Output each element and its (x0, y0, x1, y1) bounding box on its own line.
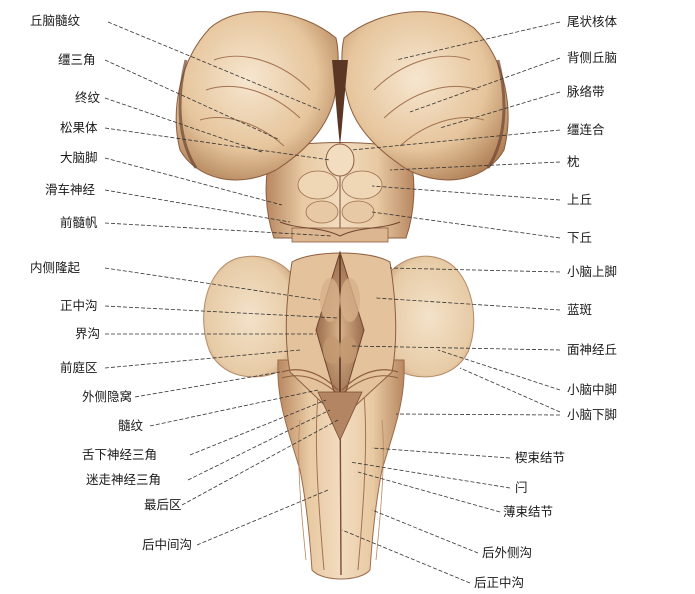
label-vagal-trigone: 迷走神经三角 (86, 472, 162, 487)
pineal-body (325, 143, 355, 177)
third-ventricle (332, 60, 348, 145)
label-sulcus-limitans: 界沟 (75, 326, 101, 341)
label-locus-coeruleus: 蓝斑 (567, 302, 593, 317)
label-posterior-median-sulcus: 后正中沟 (474, 575, 525, 590)
medulla (277, 359, 405, 580)
leader-lines (104, 21, 561, 584)
label-lateral-recess: 外侧隐窝 (82, 389, 133, 404)
label-trochlear-nerve: 滑车神经 (45, 182, 96, 197)
right-cerebellar-peduncle (383, 255, 475, 378)
label-medial-eminence: 内侧隆起 (30, 260, 81, 275)
label-cuneate-tubercle: 楔束结节 (515, 450, 566, 465)
label-posterolateral-sulcus: 后外侧沟 (482, 545, 533, 560)
label-superior-medullary-velum: 前髓帆 (60, 215, 98, 230)
label-choroid-taenia: 脉络带 (567, 84, 605, 99)
label-vestibular-area: 前庭区 (60, 360, 98, 375)
medullary-striae (281, 369, 399, 441)
label-gracile-tubercle: 薄束结节 (503, 504, 554, 519)
left-cerebellar-peduncle (203, 255, 297, 378)
label-thalamic-medullary-stria: 丘脑髓纹 (30, 13, 81, 28)
label-pulvinar: 枕 (567, 154, 580, 169)
label-cerebral-peduncle: 大脑脚 (60, 150, 98, 165)
label-area-postrema: 最后区 (144, 497, 182, 512)
label-superior-colliculus: 上丘 (567, 192, 593, 207)
label-hypoglossal-trigone: 舌下神经三角 (82, 447, 158, 462)
label-stria-terminalis: 终纹 (75, 90, 101, 105)
label-obex: 闩 (515, 480, 528, 495)
label-medullary-striae: 髓纹 (118, 418, 144, 433)
label-median-sulcus: 正中沟 (60, 298, 98, 313)
label-inferior-colliculus: 下丘 (567, 230, 593, 245)
label-inferior-cerebellar-peduncle: 小脑下脚 (567, 407, 618, 422)
label-middle-cerebellar-peduncle: 小脑中脚 (567, 382, 618, 397)
label-habenular-trigone: 缰三角 (58, 52, 96, 67)
label-dorsal-thalamus: 背侧丘脑 (567, 50, 618, 65)
label-posterior-intermediate-sulcus: 后中间沟 (142, 537, 193, 552)
right-thalamus (341, 11, 509, 181)
label-habenular-commissure: 缰连合 (567, 122, 605, 137)
label-facial-colliculus: 面神经丘 (567, 342, 618, 357)
midbrain (265, 142, 415, 243)
left-thalamus (175, 11, 339, 181)
label-caudate-body: 尾状核体 (567, 14, 618, 29)
label-superior-cerebellar-peduncle: 小脑上脚 (567, 264, 618, 279)
label-pineal-body: 松果体 (60, 120, 98, 135)
